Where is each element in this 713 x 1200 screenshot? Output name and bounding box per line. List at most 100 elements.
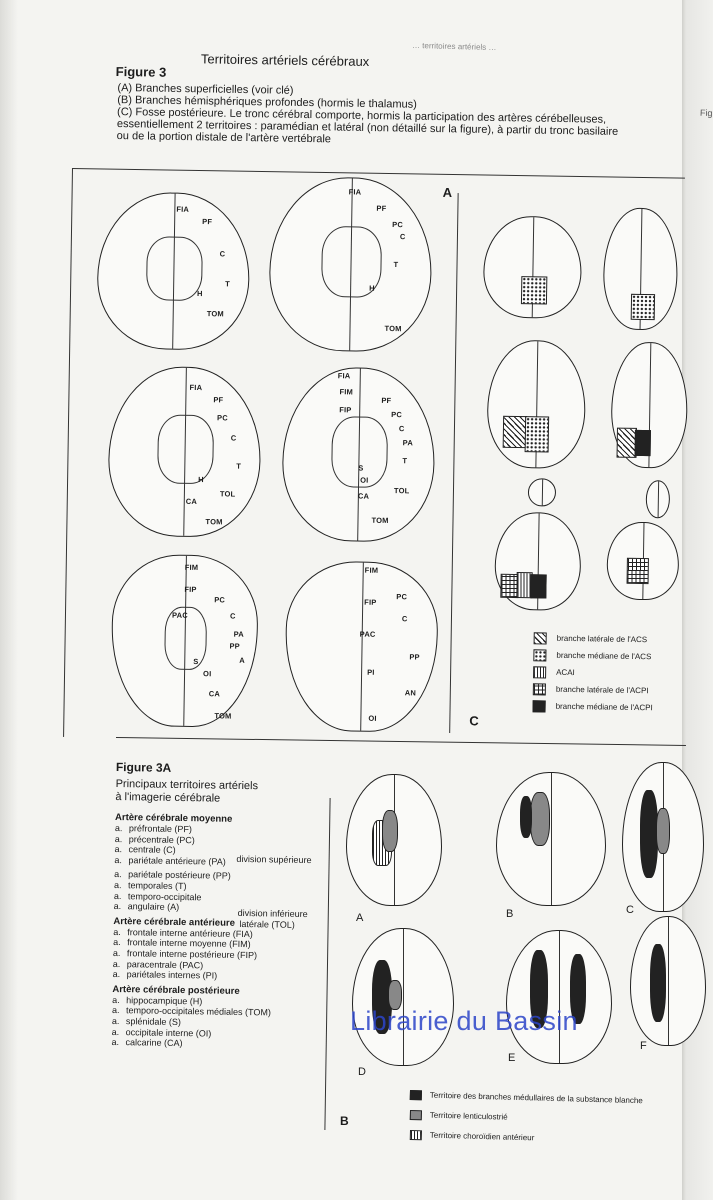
bullet: a.: [111, 1005, 120, 1016]
territory-label: PF: [213, 395, 224, 405]
division-superior-note: division supérieure: [236, 853, 312, 866]
panel-c-label: C: [469, 713, 479, 729]
axial-brain-1: [96, 191, 251, 351]
territory-label: PA: [233, 629, 245, 639]
territory-label: H: [369, 283, 375, 293]
imaging-brain-e: [506, 930, 612, 1064]
territory-label: A: [239, 655, 245, 665]
territory-label: C: [229, 611, 236, 621]
imaging-letter: F: [640, 1040, 647, 1052]
axial-brain-3: [107, 365, 262, 538]
territory-label: TOL: [219, 489, 236, 499]
territory-label: TOM: [371, 515, 389, 526]
bullet: a.: [111, 1026, 120, 1037]
bullet: a.: [114, 854, 123, 865]
territory-label: FIM: [184, 562, 199, 573]
territory-label: H: [196, 288, 203, 299]
legend-swatch: [409, 1130, 422, 1141]
panel-divider: [449, 193, 459, 734]
territory-patch: [634, 429, 651, 457]
legend-swatch: [532, 700, 546, 713]
bullet: a.: [114, 822, 123, 834]
imaging-letter: E: [508, 1052, 516, 1064]
imaging-letter: C: [626, 904, 634, 916]
key-item-text: préfrontale (PF): [128, 823, 193, 835]
binding-shadow: [0, 0, 18, 1200]
brainstem-section: [527, 478, 557, 507]
legend-row: branche latérale de l'ACPI: [532, 683, 649, 697]
territory-label: TOM: [384, 323, 402, 334]
territory-label: TOM: [214, 711, 232, 721]
territory-label: PF: [376, 203, 387, 213]
territory-label: PP: [229, 641, 240, 651]
legend-label: Territoire lenticulostrié: [429, 1110, 508, 1122]
legend-swatch: [532, 683, 546, 696]
territory-label: TOM: [205, 517, 223, 527]
seller-watermark: Librairie du Bassin: [350, 1006, 578, 1036]
division-inferior-note-2: latérale (TOL): [239, 918, 295, 930]
next-page-fragment: Figu: [699, 107, 713, 119]
legend-row: branche latérale de l'ACS: [533, 632, 648, 646]
territory-label: PAC: [171, 610, 188, 620]
bullet: a.: [113, 890, 122, 901]
legend-label: branche médiane de l'ACPI: [555, 701, 653, 713]
territory-patch: [530, 792, 550, 846]
territory-label: C: [398, 424, 405, 434]
figure3-title: Territoires artériels cérébraux: [200, 51, 370, 69]
bullet: a.: [112, 994, 120, 1005]
bullet: a.: [114, 844, 123, 855]
territory-label: S: [193, 656, 199, 667]
territory-label: FIA: [189, 382, 203, 393]
bullet: a.: [111, 1015, 120, 1026]
territory-label: C: [230, 433, 237, 443]
panel-b-label: B: [340, 1114, 349, 1128]
territory-label: CA: [185, 496, 198, 507]
territory-patch: [650, 944, 666, 1022]
territory-label: PC: [391, 410, 403, 420]
territory-patch: [530, 574, 547, 599]
key-item-text: splénidale (S): [125, 1016, 182, 1027]
imaging-brain-a: [346, 774, 442, 906]
territory-label: C: [399, 232, 406, 242]
legend-swatch: [409, 1090, 422, 1101]
territory-label: PI: [367, 667, 375, 677]
imaging-letter: B: [506, 908, 514, 920]
territory-patch: [388, 980, 402, 1010]
axial-brain-2: [268, 176, 433, 353]
territory-label: PP: [409, 652, 420, 662]
legend-swatch: [533, 632, 547, 645]
legend-swatch: [533, 649, 547, 662]
key-item-text: angulaire (A): [127, 901, 180, 913]
bullet: a.: [114, 869, 122, 880]
territory-label: T: [236, 461, 242, 471]
figure3a-label: Figure 3A: [115, 760, 172, 775]
territory-patch: [656, 808, 670, 854]
territory-label: FIP: [184, 584, 197, 595]
key-item-text: hippocampique (H): [126, 994, 203, 1007]
axial-brain-4: [281, 366, 436, 543]
figure3a-title: Principaux territoires artériels à l'ima…: [115, 778, 355, 808]
territory-label: OI: [360, 475, 369, 485]
bullet: a.: [113, 901, 122, 912]
bullet: a.: [113, 879, 122, 891]
territory-patch: [520, 796, 532, 838]
key-item-text: temporales (T): [127, 880, 187, 892]
key-item-text: centrale (C): [128, 844, 176, 856]
territory-label: PC: [217, 413, 228, 423]
figure3a-title-line: à l'imagerie cérébrale: [115, 790, 221, 805]
axial-brain-6: [284, 560, 439, 733]
territory-label: PC: [396, 592, 408, 602]
territory-label: PF: [202, 217, 213, 227]
territory-patch: [520, 276, 548, 305]
imaging-letter: A: [356, 912, 364, 924]
figure3-legend: branche latérale de l'ACS branche médian…: [532, 632, 674, 714]
territory-label: FIM: [364, 565, 379, 575]
territory-label: T: [393, 260, 399, 270]
legend-label: ACAI: [556, 667, 575, 678]
territory-label: AN: [404, 688, 417, 698]
key-item-text: pariétale antérieure (PA): [128, 854, 226, 867]
territory-label: OI: [203, 669, 212, 679]
territory-patch: [530, 950, 548, 1028]
territory-label: FIA: [176, 204, 190, 214]
